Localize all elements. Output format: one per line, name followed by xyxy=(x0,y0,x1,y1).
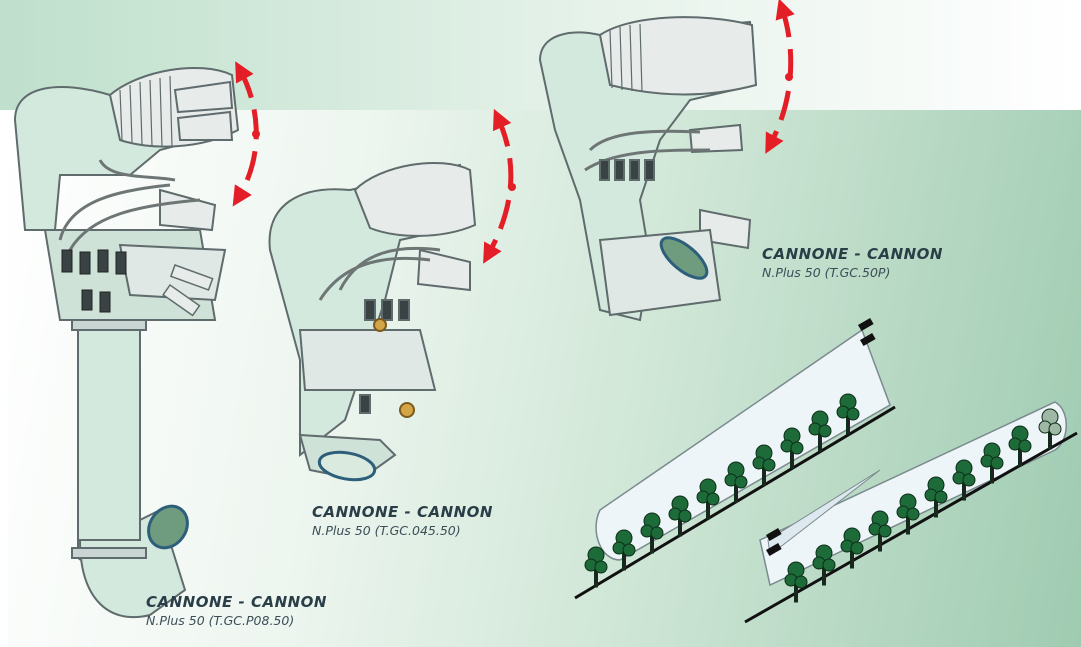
product-title: CANNONE - CANNON xyxy=(762,245,943,263)
product-code: N.Plus 50 (T.GC.P08.50) xyxy=(146,613,295,628)
rotation-arrow-icon-3 xyxy=(765,0,795,154)
vineyard-spray-icon xyxy=(574,318,1078,624)
product-label-50p: CANNONE - CANNON N.Plus 50 (T.GC.50P) xyxy=(762,245,943,280)
cannon-icon-045 xyxy=(268,161,477,482)
rotation-arrow-icon-2 xyxy=(483,108,516,264)
product-title: CANNONE - CANNON xyxy=(146,593,327,611)
cannon-icon-50p xyxy=(538,16,758,322)
product-label-045: CANNONE - CANNON N.Plus 50 (T.GC.045.50) xyxy=(312,503,493,538)
rotation-arrow-icon-1 xyxy=(232,61,260,207)
product-code: N.Plus 50 (T.GC.50P) xyxy=(762,265,891,280)
product-label-p08: CANNONE - CANNON N.Plus 50 (T.GC.P08.50) xyxy=(146,593,327,628)
product-code: N.Plus 50 (T.GC.045.50) xyxy=(312,523,461,538)
product-title: CANNONE - CANNON xyxy=(312,503,493,521)
cannon-icon-p08 xyxy=(13,66,240,619)
